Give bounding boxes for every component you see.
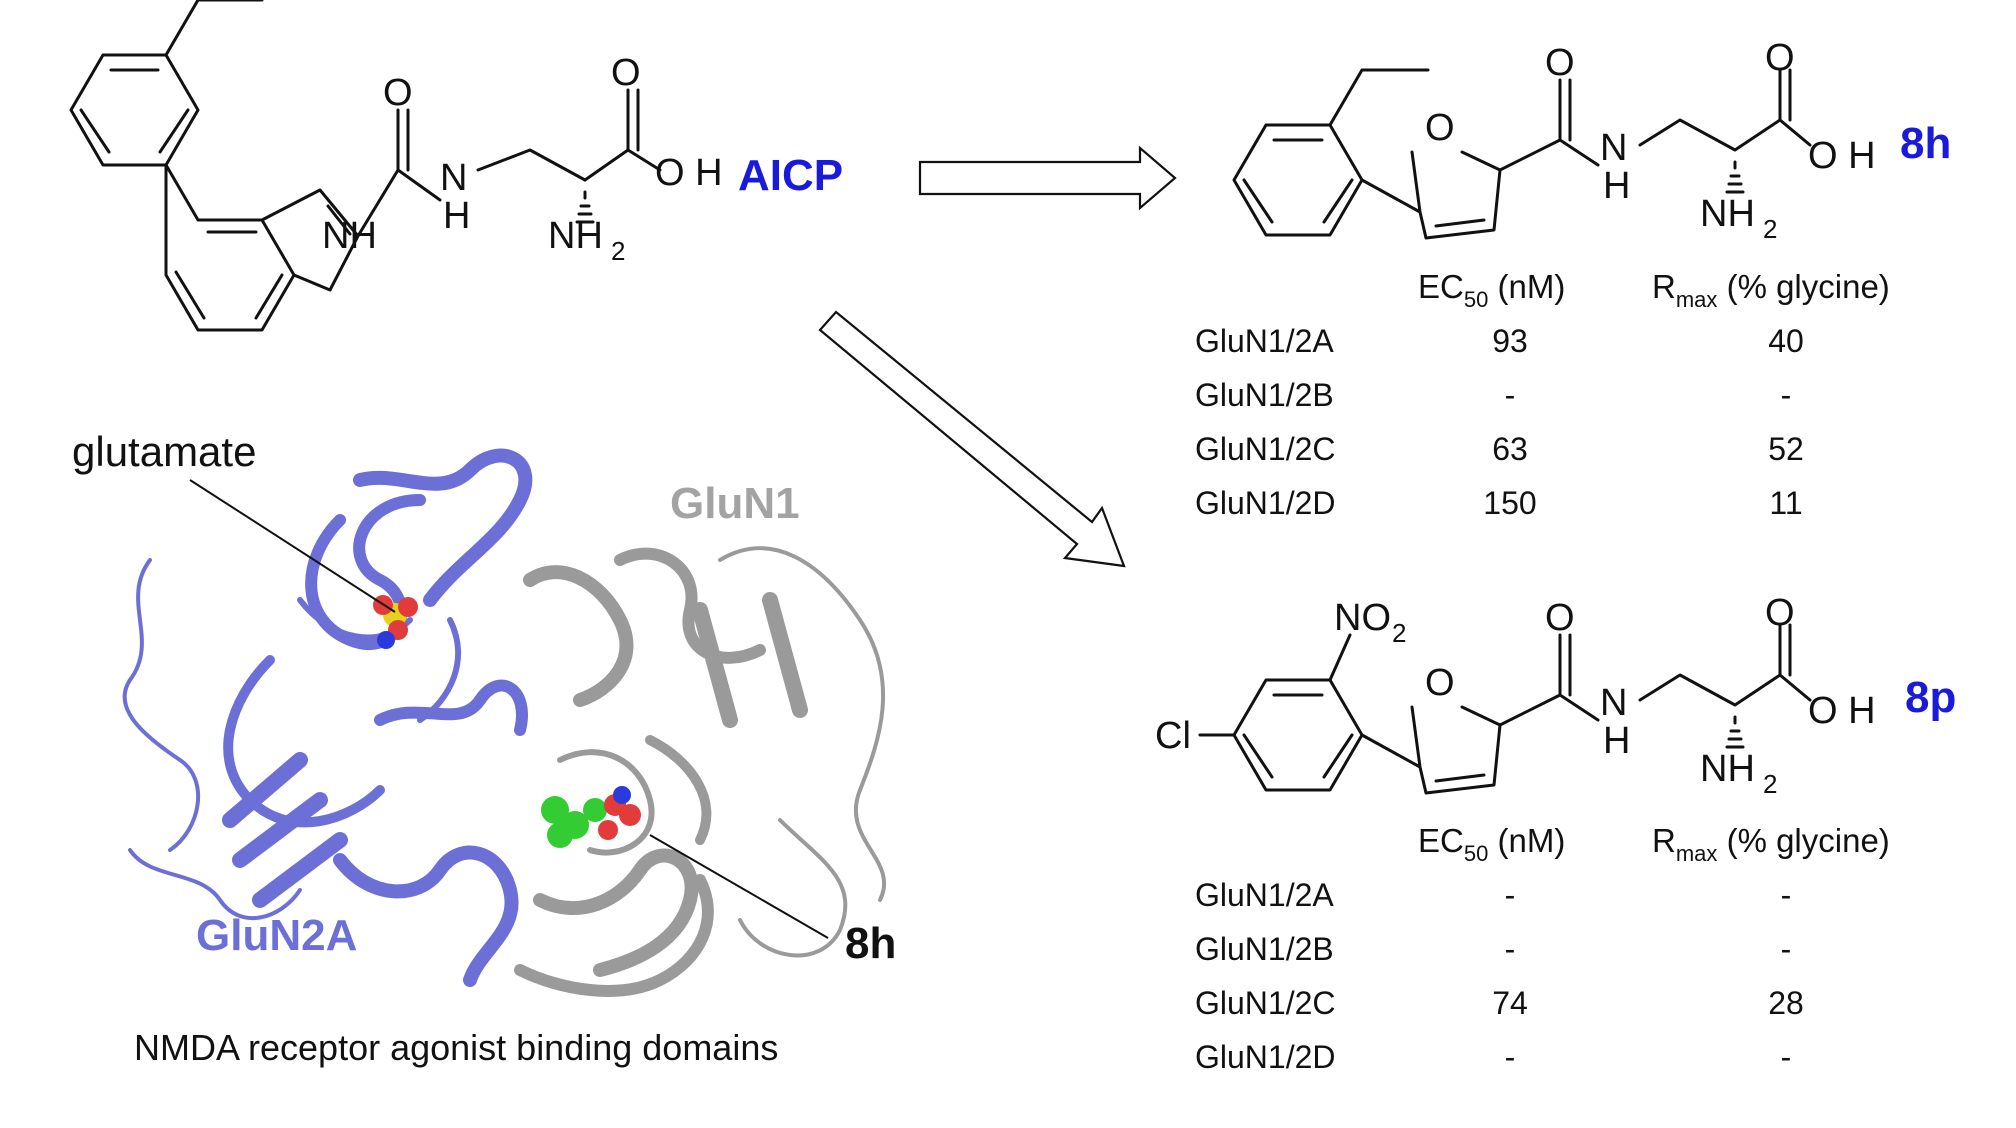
aicp-carbonyl-oxygen: O: [383, 72, 413, 114]
aicp-acid-oxygen: O: [611, 52, 641, 94]
c8p-ec50-cell: -: [1505, 1039, 1516, 1075]
c8p-ec50-cell: -: [1505, 931, 1516, 967]
c8h-acid-oxygen: O: [1765, 37, 1795, 79]
c8h-row-label: GluN1/2C: [1195, 431, 1336, 467]
c8p-rmax-cell: -: [1781, 931, 1792, 967]
c8h-ec50-cell: -: [1505, 377, 1516, 413]
arrow-to-8p: [818, 310, 1126, 568]
c8h-ec50-cell: 93: [1492, 323, 1528, 359]
c8p-chlorine: Cl: [1155, 715, 1191, 757]
c8h-amino-subscript: 2: [1763, 214, 1777, 244]
c8p-header-ec50: EC50 (nM): [1418, 822, 1565, 866]
c8p-ec50-cell: -: [1505, 877, 1516, 913]
c8p-header-rmax: Rmax (% glycine): [1652, 822, 1890, 866]
arrow-to-8h: [918, 145, 1177, 211]
c8h-carbonyl-oxygen: O: [1545, 42, 1575, 84]
glun2a-domain: [122, 448, 533, 987]
c8h-rmax-cell: 40: [1768, 323, 1804, 359]
c8p-furan-oxygen: O: [1425, 662, 1455, 704]
glun1-label: GluN1: [670, 479, 800, 528]
c8h-label: 8h: [1900, 119, 1951, 168]
c8h-header-rmax: Rmax (% glycine): [1652, 268, 1890, 312]
c8h-row-label: GluN1/2B: [1195, 377, 1334, 413]
aicp-amide-hydrogen: H: [443, 195, 470, 237]
c8p-row-label: GluN1/2D: [1195, 1039, 1336, 1075]
c8p-nitro: NO: [1334, 597, 1391, 639]
c8p-structure: [1198, 623, 1812, 795]
c8p-rmax-cell: 28: [1768, 985, 1804, 1021]
c8p-ec50-cell: 74: [1492, 985, 1528, 1021]
c8h-header-ec50: EC50 (nM): [1418, 268, 1565, 312]
aicp-amino-subscript: 2: [611, 236, 625, 266]
c8h-ligand-spheres: [541, 786, 641, 848]
ligand-8h-label: 8h: [845, 919, 896, 968]
aicp-structure: [69, 0, 662, 332]
aicp-label: AICP: [738, 151, 843, 200]
glun1-domain: [514, 546, 887, 997]
c8p-row-label: GluN1/2C: [1195, 985, 1336, 1021]
aicp-indole-nh: NH: [322, 215, 377, 257]
c8h-row-label: GluN1/2D: [1195, 485, 1336, 521]
protein-caption: NMDA receptor agonist binding domains: [134, 1027, 778, 1068]
c8p-amide-nitrogen: N: [1600, 682, 1627, 724]
aicp-amide-nitrogen: N: [440, 157, 467, 199]
c8h-amide-nitrogen: N: [1600, 127, 1627, 169]
c8h-hydroxyl: O H: [1808, 135, 1876, 177]
c8p-rmax-cell: -: [1781, 877, 1792, 913]
aicp-amino: NH: [548, 215, 603, 257]
c8h-rmax-cell: -: [1781, 377, 1792, 413]
c8p-hydroxyl: O H: [1808, 690, 1876, 732]
c8h-amide-hydrogen: H: [1603, 165, 1630, 207]
glun2a-label: GluN2A: [196, 911, 357, 960]
c8p-amino-subscript: 2: [1763, 769, 1777, 799]
c8h-table: EC50 (nM) Rmax (% glycine) GluN1/2A 93 4…: [1195, 268, 1890, 521]
c8p-row-label: GluN1/2B: [1195, 931, 1334, 967]
c8h-amino: NH: [1700, 193, 1755, 235]
glutamate-label: glutamate: [72, 428, 256, 475]
c8p-table: EC50 (nM) Rmax (% glycine) GluN1/2A - - …: [1195, 822, 1890, 1075]
c8p-rmax-cell: -: [1781, 1039, 1792, 1075]
c8h-ec50-cell: 150: [1483, 485, 1536, 521]
c8h-furan-oxygen: O: [1425, 107, 1455, 149]
c8p-acid-oxygen: O: [1765, 592, 1795, 634]
aicp-hydroxyl: O H: [655, 152, 723, 194]
c8p-amide-hydrogen: H: [1603, 720, 1630, 762]
c8p-carbonyl-oxygen: O: [1545, 597, 1575, 639]
c8h-row-label: GluN1/2A: [1195, 323, 1334, 359]
glutamate-leader-line: [189, 479, 396, 613]
c8p-amino: NH: [1700, 748, 1755, 790]
c8h-rmax-cell: 11: [1769, 485, 1802, 521]
c8h-rmax-cell: 52: [1768, 431, 1804, 467]
c8h-leader-line: [649, 834, 829, 939]
c8p-row-label: GluN1/2A: [1195, 877, 1334, 913]
protein-structure: [122, 448, 887, 997]
c8h-structure: [1232, 68, 1812, 240]
c8p-nitro-subscript: 2: [1392, 618, 1406, 648]
c8h-ec50-cell: 63: [1492, 431, 1528, 467]
c8p-label: 8p: [1905, 673, 1956, 722]
